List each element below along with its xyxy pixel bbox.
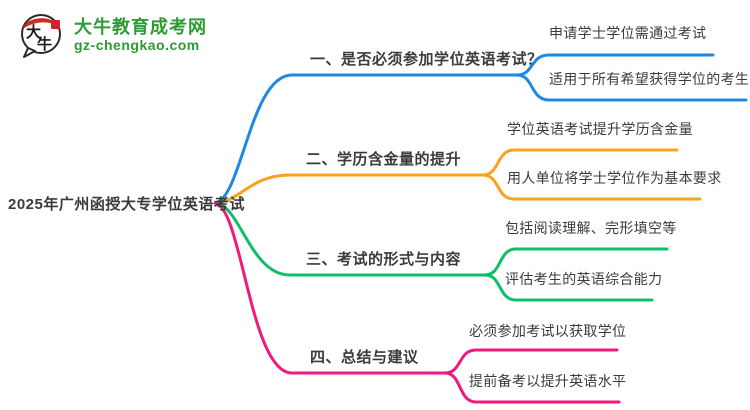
site-domain: gz-chengkao.com [74, 37, 200, 54]
branch-2-child-1: 学位英语考试提升学历含金量 [507, 121, 693, 137]
branch-3-fork-up-line [483, 247, 669, 277]
branch-4-child-2: 提前备考以提升英语水平 [469, 373, 627, 389]
branch-4-main-line [213, 201, 447, 375]
branch-4-fork-up-line [443, 348, 619, 375]
branch-2-label: 二、学历含金量的提升 [306, 151, 462, 168]
branch-3-label: 三、考试的形式与内容 [306, 251, 462, 268]
branch-1-main-line [213, 73, 519, 205]
root-node: 2025年广州函授大专学位英语考试 [8, 196, 245, 213]
branch-2-child-2: 用人单位将学士学位作为基本要求 [507, 170, 722, 186]
branch-3-child-2: 评估考生的英语综合能力 [505, 271, 663, 287]
branch-1-child-2: 适用于所有希望获得学位的考生 [549, 71, 750, 87]
logo-char-niu: 牛 [37, 35, 52, 53]
site-logo[interactable]: 大 牛 大牛教育成考网 gz-chengkao.com [18, 10, 207, 60]
branch-2-fork-up-line [481, 148, 679, 177]
branch-3-fork-down-line [483, 273, 654, 302]
site-name: 大牛教育成考网 [74, 16, 207, 37]
branch-4-child-1: 必须参加考试以获取学位 [469, 323, 627, 339]
branch-2-main-line [213, 173, 485, 205]
branch-3-child-1: 包括阅读理解、完形填空等 [505, 220, 677, 236]
daniu-logo-icon: 大 牛 [21, 14, 61, 58]
branch-3-main-line [213, 201, 487, 277]
branch-1-label: 一、是否必须参加学位英语考试？ [310, 51, 543, 68]
branch-4-fork-down-line [443, 371, 621, 404]
logo-char-da: 大 [26, 23, 41, 41]
branch-4-label: 四、总结与建议 [310, 349, 419, 366]
branch-2-fork-down-line [481, 173, 702, 201]
branch-1-child-1: 申请学士学位需通过考试 [549, 25, 707, 41]
branch-1-fork-down-line [515, 73, 748, 102]
